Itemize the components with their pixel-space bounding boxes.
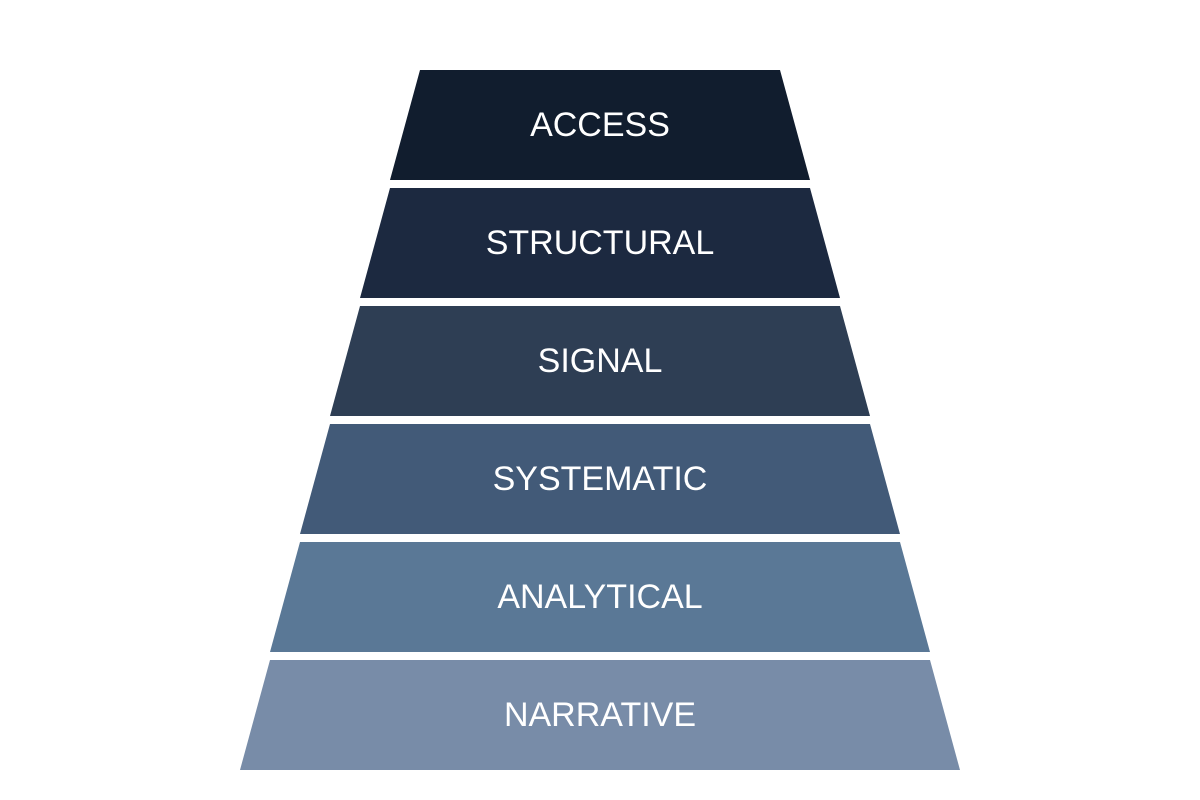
tier-signal: SIGNAL	[330, 306, 870, 416]
tier-access-label: ACCESS	[530, 106, 670, 144]
tier-analytical: ANALYTICAL	[270, 542, 930, 652]
tier-structural-shape	[360, 188, 840, 298]
tier-structural: STRUCTURAL	[360, 188, 840, 298]
tier-narrative: NARRATIVE	[240, 660, 960, 770]
tier-signal-label: SIGNAL	[538, 342, 663, 380]
tier-systematic-label: SYSTEMATIC	[493, 460, 708, 498]
tier-access-shape	[390, 70, 810, 180]
tier-analytical-shape	[270, 542, 930, 652]
tier-access: ACCESS	[390, 70, 810, 180]
tier-narrative-shape	[240, 660, 960, 770]
tier-systematic: SYSTEMATIC	[300, 424, 900, 534]
tier-structural-label: STRUCTURAL	[486, 224, 715, 262]
tier-signal-shape	[330, 306, 870, 416]
tier-analytical-label: ANALYTICAL	[497, 578, 702, 616]
tier-systematic-shape	[300, 424, 900, 534]
tier-narrative-label: NARRATIVE	[504, 696, 696, 734]
